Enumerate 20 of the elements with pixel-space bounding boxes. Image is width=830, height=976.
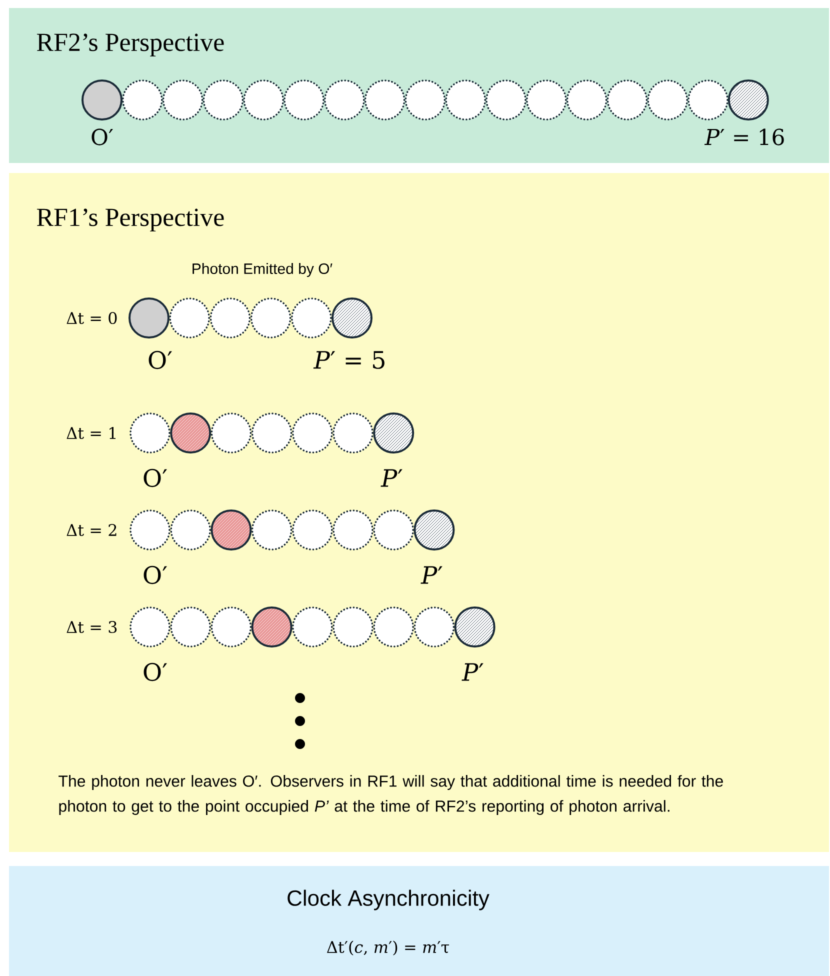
point-label: P′ = 5 [313,351,384,369]
point-label: O′ [144,566,167,584]
time-label: Δt = 1 [66,426,116,440]
time-label: Δt = 2 [66,524,116,536]
panel-title: Clock Asynchronicity [288,890,490,910]
time-label: Δt = 3 [66,620,117,634]
point-label: O′ [148,350,172,370]
point-label: P′ = 16 [704,128,784,146]
panel-title: RF2’s Perspective [36,34,224,56]
point-label: O′ [144,468,167,488]
formula: Δt′(c, m′) = m′τ [326,940,450,956]
caption-text: Photon Emitted by O′ [192,263,332,277]
point-label: P′ [462,663,484,681]
panel-title: RF1’s Perspective [36,208,224,232]
point-label: O′ [144,662,167,682]
point-label: P′ [380,469,402,487]
time-label: Δt = 0 [66,312,117,324]
point-label: P′ [420,566,442,584]
explanation-text: The photon never leaves O′. Observers in RF1 will say that additional time is needed for the photon to get to the point occupied P’ at the time of RF2’s reporting of photon arrival. [58,775,723,815]
point-label: O′ [92,128,113,146]
